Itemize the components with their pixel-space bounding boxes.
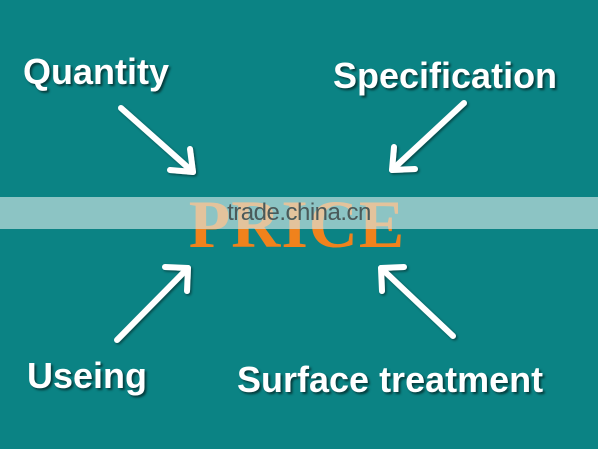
label-quantity: Quantity <box>23 51 170 92</box>
arrow-up-right-icon <box>114 264 191 343</box>
arrow-down-right-icon <box>118 105 196 175</box>
label-surface-treatment: Surface treatment <box>237 359 544 400</box>
label-specification: Specification <box>333 55 558 96</box>
watermark-text: trade.china.cn <box>227 199 371 226</box>
watermark-band <box>0 197 598 229</box>
label-useing: Useing <box>27 355 148 396</box>
arrow-down-left-icon <box>389 100 467 173</box>
arrow-up-left-icon <box>378 264 456 339</box>
